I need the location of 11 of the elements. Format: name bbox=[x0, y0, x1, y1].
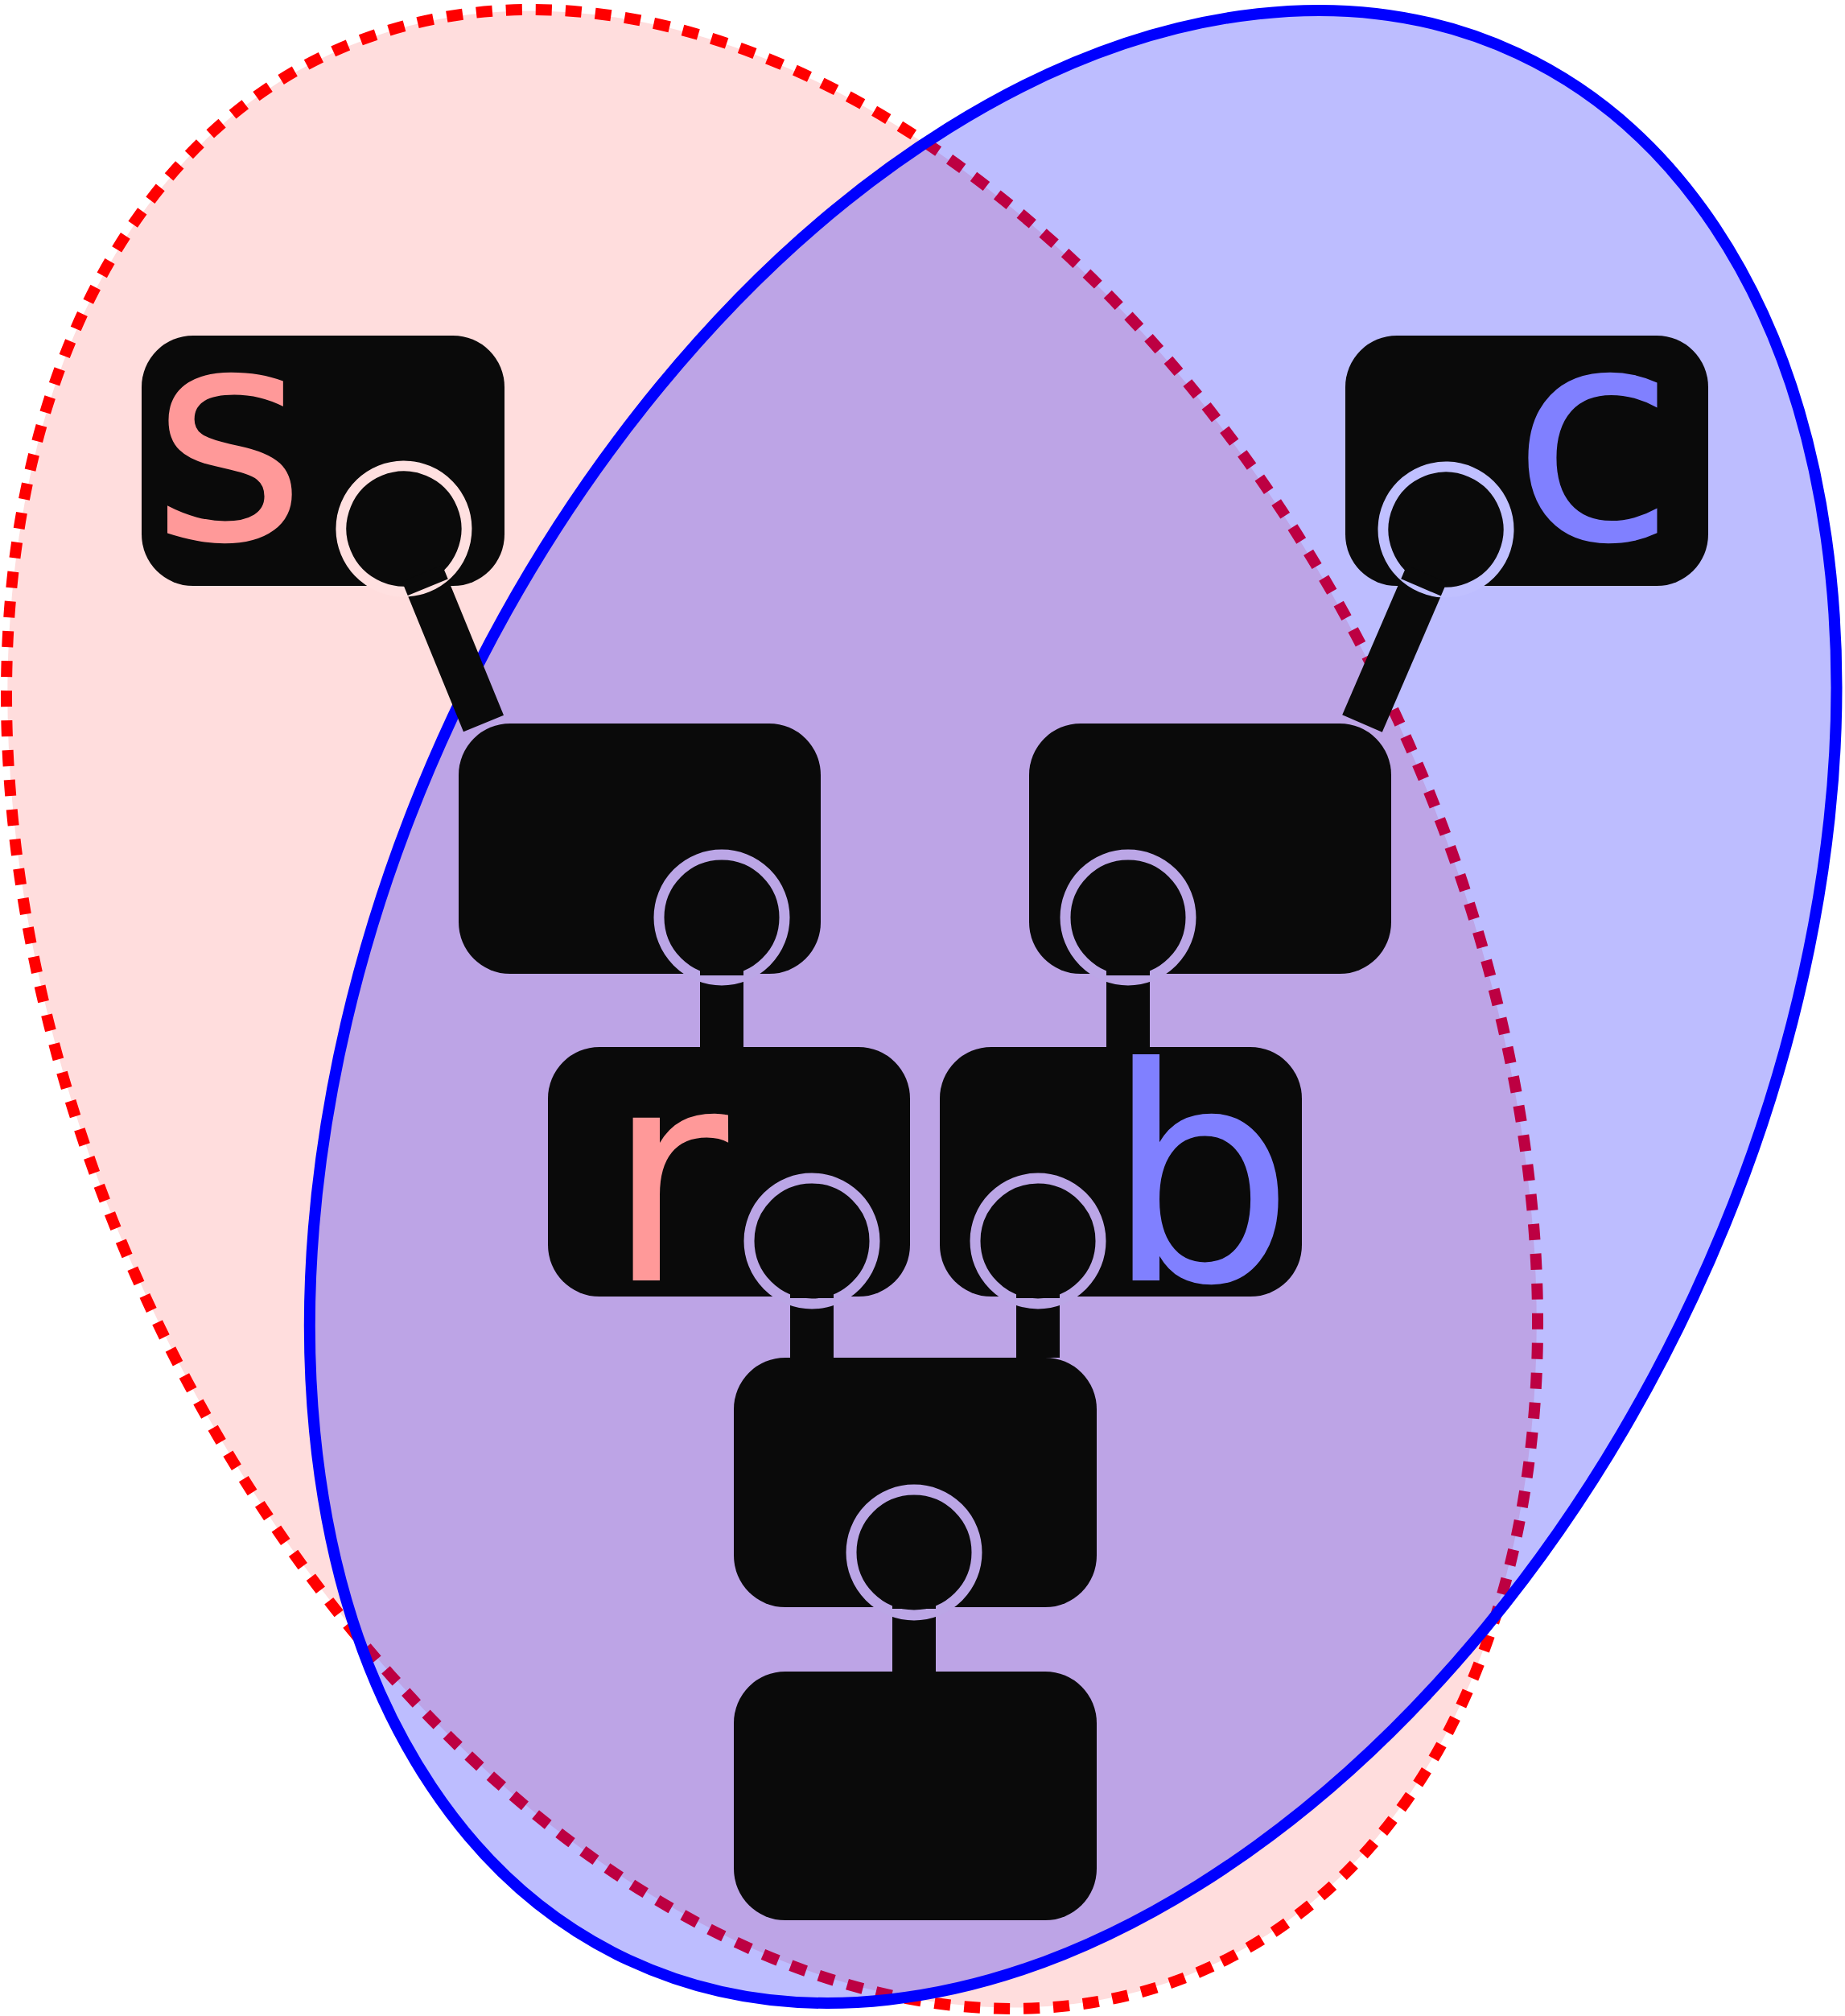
node-label: c bbox=[1512, 332, 1676, 550]
connector bbox=[846, 1484, 982, 1672]
connector bbox=[1060, 849, 1196, 1047]
node-label: r bbox=[606, 1074, 729, 1292]
node-label: s bbox=[151, 332, 307, 550]
connector bbox=[1342, 461, 1514, 732]
node-label: b bbox=[1106, 1052, 1295, 1302]
connector bbox=[336, 460, 504, 732]
connector bbox=[970, 1173, 1106, 1358]
connector bbox=[743, 1173, 880, 1358]
connector bbox=[653, 849, 790, 1047]
